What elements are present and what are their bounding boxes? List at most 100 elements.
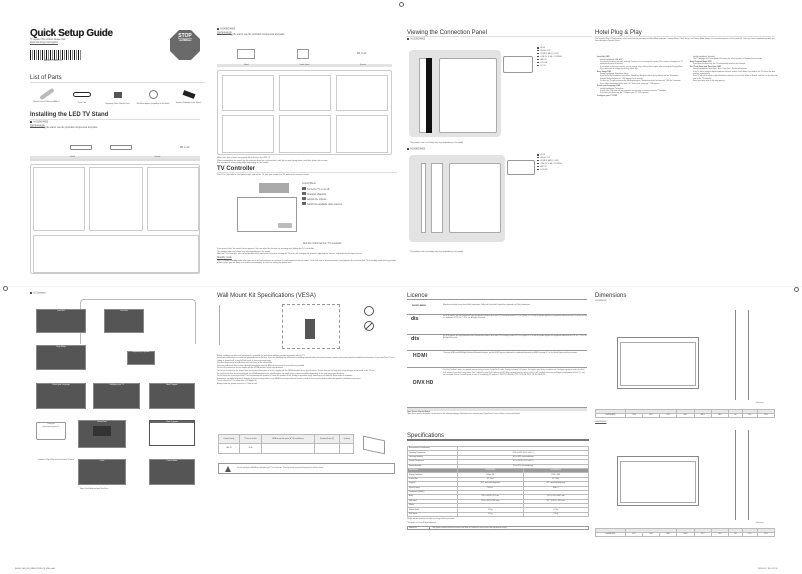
standby-title: Standby mode: [217, 256, 232, 259]
note: With the TV's Controller, you can not pe…: [217, 253, 362, 255]
licence-list: DOLBY AUDIO Manufactured under license f…: [407, 305, 587, 416]
unit-label-a: (Unit: mm): [756, 403, 764, 404]
osd-heading: Easy Setup OSD: [597, 70, 612, 73]
osd-item: Initially highlighted: Clock Mode - Auto…: [693, 68, 748, 71]
licence-text: This DivX Certified® device has passed r…: [443, 370, 585, 377]
components-table-b: M4 x L12 Stand Guide Stand Screws: [217, 45, 392, 67]
part-wall-adapter: Wall Mount Adapter (Depending on the Mod…: [137, 86, 170, 106]
guide-title: Quick Setup Guide: [30, 28, 113, 39]
step-b1-illustration: [222, 75, 274, 111]
port-label: USB (5V 0.5A) / CLONING: [540, 55, 562, 58]
osd-hospital-mode: Hospital Plug & Play Mode: [127, 351, 155, 365]
stop-line: Please do not return: [177, 39, 193, 40]
source-icon: [302, 202, 306, 205]
cell: 484.3: [693, 413, 712, 418]
menu-item: Changes channels.: [307, 194, 327, 196]
register-text: To register this product please visit: [30, 39, 66, 41]
register-url[interactable]: www.samsung.com/register: [30, 42, 59, 44]
osd-title: Clock: [99, 460, 105, 462]
install-stand-b: HG40ND460S Components When installing th…: [217, 28, 392, 37]
step-b2-illustration: [279, 75, 331, 111]
cell: 146.5: [710, 413, 729, 418]
note: Do not use screws that are longer than t…: [217, 370, 375, 372]
cell: 40.0: [741, 413, 758, 418]
hotel-left-col: Local Set OSD Initially highlighted: USA…: [597, 56, 685, 97]
licence-entry-dts2: dts For DTS patents, see http://patents.…: [407, 335, 587, 351]
section-title: TV Controller: [217, 166, 256, 172]
licence-entry-divx: DIVX HD This DivX Certified® device has …: [407, 368, 587, 408]
unit-label-b: (Unit: mm): [756, 523, 764, 524]
footer-right: 2016-05-17 오후 4:57:56: [758, 568, 778, 570]
osd-item: Display time: OSD time out and operation…: [600, 89, 667, 92]
osd-title: Hospital Plug & Play Mode: [132, 352, 150, 353]
menu-item: Turns the TV on or off.: [307, 189, 330, 191]
osd-select-language: Select your Language: [36, 383, 86, 409]
dts-logo: dts: [411, 316, 419, 322]
osd-item: Initially highlighted: Standard.: [693, 56, 716, 58]
col-guide-stand: Guide Stand: [299, 64, 310, 66]
note: Samsung is not liable for product damage…: [217, 377, 361, 380]
section-title: Licence: [407, 293, 428, 299]
booklet-icon: [113, 92, 122, 98]
registration-mark-icon: [794, 287, 799, 292]
cell: 718.1: [659, 413, 678, 418]
osd-item: Initially highlighted: Portuguese.: [600, 87, 624, 90]
dts-logo-2: dts: [411, 336, 420, 342]
adapter-ring-icon: [148, 90, 158, 99]
part-power-cord: Power Cord: [66, 86, 99, 106]
wall-mount-illustration: [219, 305, 279, 345]
part-label: Power Cord: [77, 103, 87, 104]
menu-title: Control Menu: [302, 183, 316, 185]
control-menu: Control Menu Turns the TV on or off. Cha…: [302, 183, 392, 207]
cell: HG40ND460S: [595, 532, 626, 537]
cell: [261, 443, 315, 454]
connection-note-a: The product color and shape may vary dep…: [410, 142, 464, 144]
end-line: Thank you: [47, 424, 55, 425]
page-divider: [0, 286, 802, 287]
osd-heading: Auto Program Mode OSD: [690, 60, 712, 63]
osd-item: If you press the Enter key, the TV autom…: [693, 63, 746, 66]
warning-text: Do not install your Wall Mount Kit while…: [237, 467, 324, 470]
channel-icon: [302, 192, 306, 195]
osd-heading: Configure your TV OSD: [597, 94, 618, 97]
warning-label: WARNING: [408, 527, 430, 530]
open-source-text: Open Source used in this product can be …: [407, 414, 521, 415]
components-label: Components: [217, 31, 232, 35]
osd-title: Clock Program: [150, 421, 194, 423]
vesa-diagram: [363, 435, 385, 455]
port-label: DC IN: [540, 64, 546, 67]
port-label: ANT IN: [540, 165, 547, 168]
port-label: EX-LINK: [540, 168, 548, 171]
port-list-a: AV IN AUDIO OUT HDMI IN (ARC) / (DVI) US…: [537, 47, 597, 67]
osd-title: Easy Setup: [56, 346, 66, 348]
col-header: TV size in inches: [238, 434, 263, 444]
guide-header: Quick Setup Guide To register this produ…: [30, 28, 200, 88]
cell: 32-40: [238, 443, 263, 454]
osd-heading: Set Clock Mode and Time Zone OSD: [690, 65, 721, 68]
footer-left: [HG460_NA_QSG_BN68-07598K-01]_ENG.indd 1: [15, 568, 56, 570]
stand-leg-icon: [70, 145, 92, 150]
osd-title: Configure your TV: [109, 384, 124, 386]
model-label: HG32ND460S: [595, 300, 607, 302]
cell: [313, 443, 341, 454]
dimension-table-a: HG32ND460S 735.4 437.7 718.1 810.1 484.3…: [595, 409, 776, 418]
note: If you press it first, the control menu …: [217, 248, 315, 250]
stop-sign: STOP Please do not return Contact 1-800-…: [170, 30, 200, 60]
osd-item: If you press the Enter key, the "Configu…: [600, 92, 649, 95]
cell: 100: [727, 413, 743, 418]
divx-logo: DIVX HD: [413, 380, 434, 386]
install-stand-section: Installing the LED TV Stand HG32ND460S C…: [30, 112, 200, 130]
stand-notes: Make sure that at least two people lift …: [217, 157, 397, 165]
barcode-code: BN68-07598K-01: [44, 60, 62, 62]
stop-line: 1-800-SAMSUNG: [178, 41, 192, 42]
cell: 176.0: [710, 532, 729, 537]
osd-item: If enters the IP mode automatically afte…: [600, 80, 681, 83]
port-list-b: AV IN AUDIO OUT HDMI IN (ARC) / (DVI) US…: [537, 154, 597, 172]
cell: 893.2: [659, 532, 678, 537]
osd-title: Local Set: [120, 310, 128, 312]
tv-back-thumb: [503, 56, 533, 73]
tv-back-thumb-b: [507, 160, 535, 175]
cell: 520.7: [642, 532, 661, 537]
cell: 153.9: [756, 413, 776, 418]
licence-entry-dts: dts For DTS patents, see http://patents.…: [407, 315, 587, 335]
